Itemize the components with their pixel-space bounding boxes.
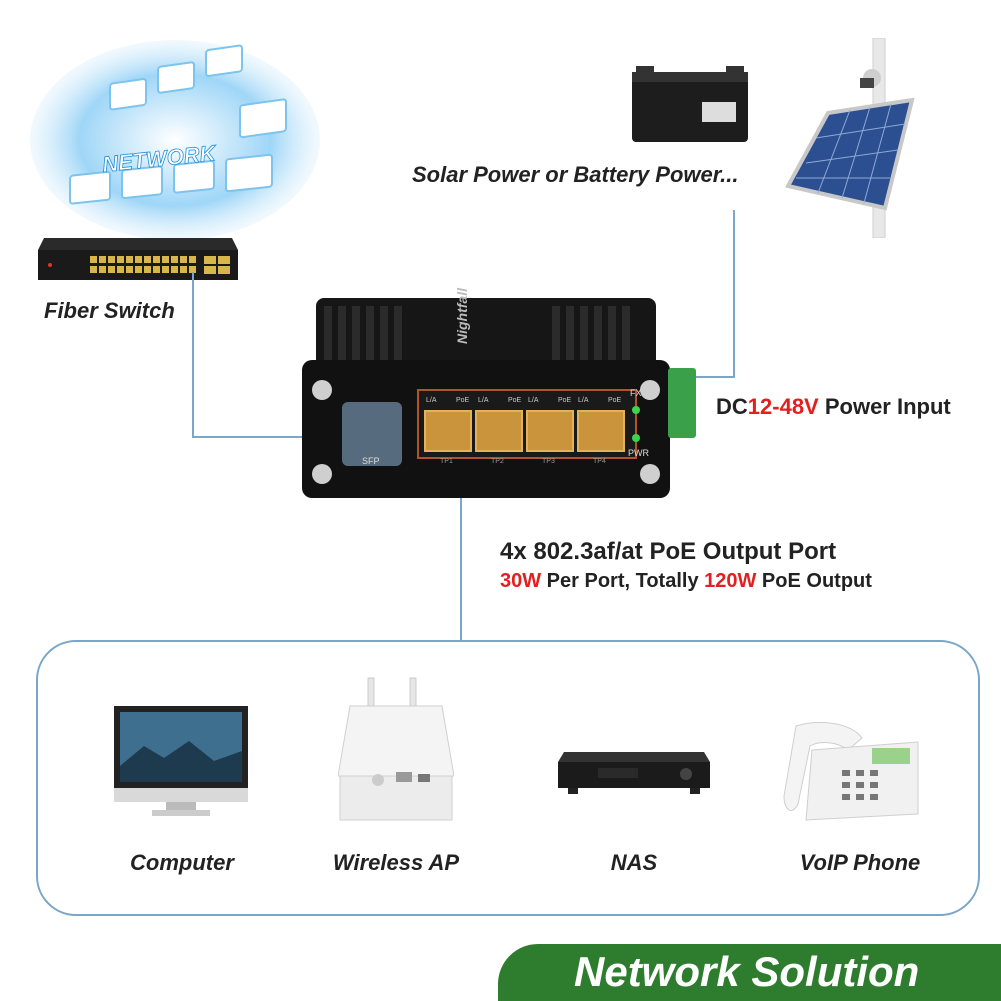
- port-top-label: PoE: [608, 397, 622, 404]
- poe-switch-device: Nightfall SFP FX PWR L/A PoE L/A PoE L/A…: [302, 288, 670, 498]
- endpoint-label-voip-phone: VoIP Phone: [799, 850, 921, 875]
- power-input-suffix: Power Input: [818, 394, 951, 419]
- port-top-label: PoE: [456, 397, 470, 404]
- port-top-label: L/A: [478, 397, 489, 404]
- fiber-switch-label: Fiber Switch: [44, 298, 175, 323]
- port-top-label: L/A: [578, 397, 589, 404]
- port-bottom-label: TP2: [491, 458, 504, 465]
- sfp-label: SFP: [362, 456, 380, 466]
- endpoint-devices-panel: [36, 640, 980, 916]
- computer-icon: [114, 706, 248, 816]
- endpoint-label-wireless-ap: Wireless AP: [332, 850, 460, 875]
- port-top-label: PoE: [558, 397, 572, 404]
- port-bottom-label: TP4: [593, 458, 606, 465]
- power-connector-horizontal: [688, 376, 735, 378]
- power-input-label: DC12-48V Power Input: [716, 394, 951, 420]
- wireless-ap-icon: [338, 677, 454, 821]
- solar-panel-icon: [784, 38, 915, 238]
- fiber-connector-vertical: [192, 272, 194, 438]
- port-bottom-label: TP1: [440, 458, 453, 465]
- port-top-label: PoE: [508, 397, 522, 404]
- fiber-switch-icon: [38, 238, 238, 280]
- fiber-connector-horizontal: [192, 436, 342, 438]
- fx-label: FX: [630, 388, 642, 398]
- banner-title: Network Solution: [574, 948, 920, 995]
- power-source-label: Solar Power or Battery Power...: [412, 162, 739, 187]
- poe-end: PoE Output: [756, 570, 872, 592]
- rj45-port-1: [424, 410, 472, 452]
- battery-icon: [632, 66, 748, 142]
- port-bottom-label: TP3: [542, 458, 555, 465]
- pwr-label: PWR: [628, 448, 649, 458]
- rj45-port-4: [577, 410, 625, 452]
- nas-icon: [558, 752, 710, 794]
- pwr-led: [632, 434, 640, 442]
- rj45-port-3: [526, 410, 574, 452]
- rj45-port-2: [475, 410, 523, 452]
- poe-mid: Per Port, Totally: [541, 570, 705, 592]
- endpoint-label-computer: Computer: [130, 850, 234, 875]
- poe-total: 120W: [704, 570, 757, 592]
- fx-led: [632, 406, 640, 414]
- poe-connector-vertical: [460, 462, 462, 642]
- endpoint-label-nas: NAS: [610, 850, 658, 875]
- network-panel-graphic: NETWORK: [30, 40, 320, 240]
- poe-output-detail: 30W Per Port, Totally 120W PoE Output: [500, 570, 872, 593]
- brand-logo: Nightfall: [454, 288, 470, 344]
- power-input-range: 12-48V: [747, 394, 819, 419]
- port-top-label: L/A: [528, 397, 539, 404]
- power-input-prefix: DC: [716, 394, 748, 419]
- poe-output-title: 4x 802.3af/at PoE Output Port: [500, 538, 837, 565]
- poe-per-port: 30W: [500, 570, 542, 592]
- power-terminal-block: [668, 368, 696, 438]
- power-connector-vertical: [733, 210, 735, 378]
- voip-phone-icon: [783, 721, 919, 821]
- port-top-label: L/A: [426, 397, 437, 404]
- banner-background: [498, 944, 1001, 1001]
